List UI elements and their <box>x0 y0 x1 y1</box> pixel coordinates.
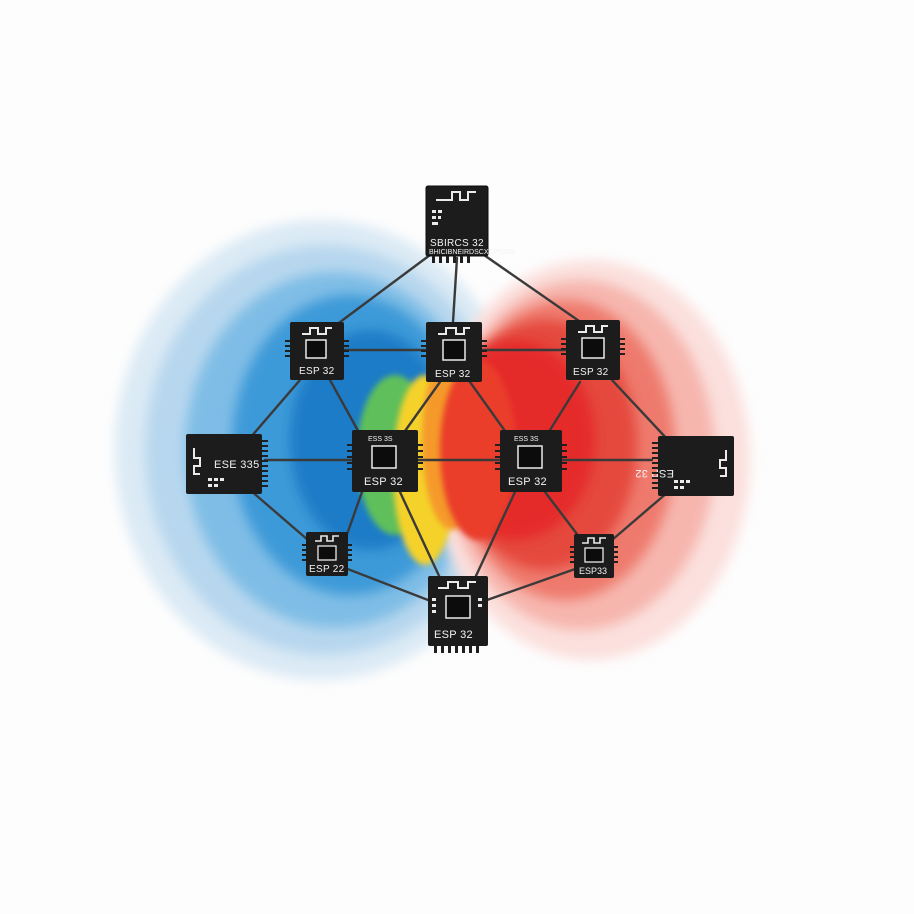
antenna-trace-icon <box>193 448 201 475</box>
chip-node-center-left: ESS 3S ESP 32 <box>347 430 423 492</box>
mesh-links <box>248 253 670 602</box>
link-centerleft-lowerleft <box>343 490 364 542</box>
link-lowerleft-bottom <box>343 566 430 602</box>
chip-node-upper-center: ESP 32 <box>421 322 487 382</box>
antenna-trace-icon <box>438 581 476 589</box>
chip-node-far-left: ESE 335 <box>186 434 268 494</box>
chip-node-bottom: ESP 32 <box>428 576 488 653</box>
antenna-trace-icon <box>315 535 339 542</box>
link-ur-farright <box>610 378 670 442</box>
link-top-upper-right <box>482 253 594 332</box>
chip-node-center-right: ESS 3S ESP 32 <box>495 430 567 492</box>
chip-label-far-left: ESE 335 <box>214 459 260 471</box>
chip-node-lower-left: ESP 22 <box>302 532 352 576</box>
chip-label-upper-left: ESP 32 <box>299 366 335 377</box>
chip-node-top: SBIRCS 32 BHICIBNEIRDSCXCPQNIS <box>425 185 516 263</box>
die-icon <box>317 545 337 561</box>
link-farleft-lowerleft <box>248 488 310 542</box>
chip-label-center-left: ESP 32 <box>364 476 403 488</box>
chip-sublabel-top: BHICIBNEIRDSCXCPQNIS <box>429 249 516 256</box>
link-centerleft-bottom <box>398 490 442 580</box>
link-centerright-bottom <box>473 490 517 580</box>
die-icon <box>581 337 605 359</box>
heat-red-band <box>440 360 516 540</box>
link-lowerright-bottom <box>485 566 580 602</box>
chip-label-bottom: ESP 32 <box>434 629 473 641</box>
chip-sublabel-center-left: ESS 3S <box>368 436 393 443</box>
chip-label-center-right: ESP 32 <box>508 476 547 488</box>
chip-node-lower-right: ESP33 <box>570 534 618 578</box>
chip-label-upper-right: ESP 32 <box>573 367 609 378</box>
chip-label-lower-right: ESP33 <box>579 566 607 576</box>
die-icon <box>445 595 471 619</box>
antenna-trace-icon <box>436 191 476 201</box>
chip-node-upper-left: ESP 32 <box>285 322 349 380</box>
die-icon <box>517 445 543 469</box>
link-ul-centerleft <box>328 378 364 440</box>
chip-label-top: SBIRCS 32 <box>430 238 484 249</box>
link-top-upper-center <box>451 256 459 324</box>
chip-node-upper-right: ESP 32 <box>561 320 625 380</box>
antenna-trace-icon <box>582 537 606 544</box>
chip-label-lower-left: ESP 22 <box>309 564 345 575</box>
chip-sublabel-center-right: ESS 3S <box>514 436 539 443</box>
antenna-trace-icon <box>719 450 727 477</box>
chip-node-far-right: ESP 32 <box>635 436 734 496</box>
link-ul-farleft <box>248 378 302 440</box>
antenna-trace-icon <box>438 327 470 335</box>
die-icon <box>442 339 466 361</box>
die-icon <box>371 445 397 469</box>
die-icon <box>584 547 604 563</box>
chips: SBIRCS 32 BHICIBNEIRDSCXCPQNIS ESP 32 ES… <box>186 185 734 653</box>
link-centerright-lowerright <box>543 490 582 540</box>
link-uc-centerleft <box>398 380 442 440</box>
chip-label-upper-center: ESP 32 <box>435 369 471 380</box>
link-ur-centerright <box>543 380 582 440</box>
link-farright-lowerright <box>610 490 670 542</box>
antenna-trace-icon <box>578 325 608 333</box>
link-uc-centerright <box>468 380 512 440</box>
die-icon <box>305 339 327 359</box>
antenna-trace-icon <box>302 327 332 335</box>
